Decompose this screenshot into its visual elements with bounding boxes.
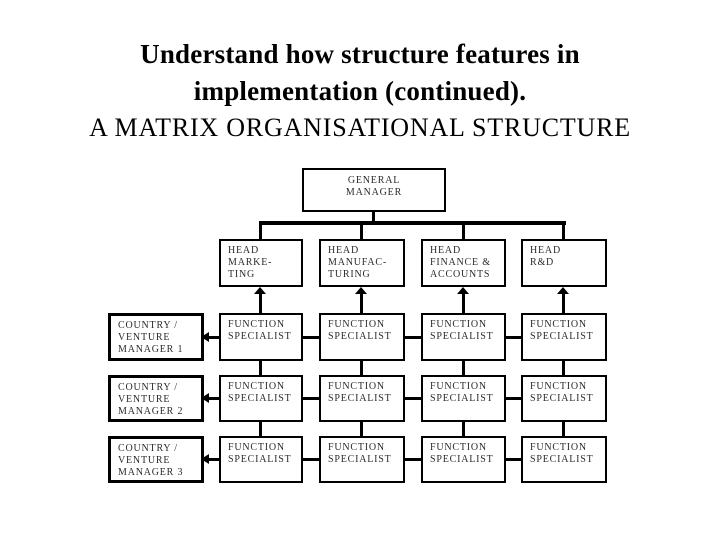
connector-horizontal bbox=[208, 397, 219, 400]
function-specialist-box: FUNCTION SPECIALIST bbox=[219, 436, 303, 483]
function-specialist-box: FUNCTION SPECIALIST bbox=[521, 313, 607, 361]
connector-top-bar bbox=[259, 221, 566, 225]
connector-drop bbox=[562, 223, 565, 239]
venture-manager-box-1: COUNTRY / VENTURE MANAGER 1 bbox=[108, 313, 204, 361]
connector-horizontal bbox=[303, 336, 319, 339]
connector-horizontal bbox=[405, 397, 421, 400]
up-arrow-line bbox=[259, 293, 262, 313]
up-arrow-icon bbox=[557, 287, 569, 294]
left-arrow-icon bbox=[201, 332, 209, 342]
venture-manager-box-2: COUNTRY / VENTURE MANAGER 2 bbox=[108, 375, 204, 422]
function-specialist-box: FUNCTION SPECIALIST bbox=[521, 375, 607, 422]
venture-manager-box-3: COUNTRY / VENTURE MANAGER 3 bbox=[108, 436, 204, 483]
slide-title: Understand how structure features in imp… bbox=[140, 39, 580, 106]
connector-horizontal bbox=[208, 458, 219, 461]
function-specialist-box: FUNCTION SPECIALIST bbox=[319, 436, 405, 483]
function-specialist-box: FUNCTION SPECIALIST bbox=[219, 375, 303, 422]
connector-horizontal bbox=[303, 458, 319, 461]
function-specialist-box: FUNCTION SPECIALIST bbox=[319, 313, 405, 361]
up-arrow-line bbox=[462, 293, 465, 313]
connector-vertical bbox=[259, 361, 262, 375]
connector-vertical bbox=[562, 361, 565, 375]
head-box-manufacturing: HEAD MANUFAC- TURING bbox=[319, 239, 405, 287]
function-specialist-box: FUNCTION SPECIALIST bbox=[319, 375, 405, 422]
function-specialist-box: FUNCTION SPECIALIST bbox=[421, 436, 506, 483]
connector-horizontal bbox=[405, 336, 421, 339]
function-specialist-box: FUNCTION SPECIALIST bbox=[421, 375, 506, 422]
up-arrow-line bbox=[562, 293, 565, 313]
function-specialist-box: FUNCTION SPECIALIST bbox=[219, 313, 303, 361]
connector-vertical bbox=[360, 421, 363, 436]
connector-horizontal bbox=[506, 397, 521, 400]
connector-drop bbox=[259, 223, 262, 239]
left-arrow-icon bbox=[201, 393, 209, 403]
connector-gm-stem bbox=[372, 212, 375, 223]
connector-horizontal bbox=[506, 336, 521, 339]
connector-horizontal bbox=[506, 458, 521, 461]
up-arrow-icon bbox=[254, 287, 266, 294]
up-arrow-icon bbox=[355, 287, 367, 294]
left-arrow-icon bbox=[201, 454, 209, 464]
connector-drop bbox=[462, 223, 465, 239]
up-arrow-line bbox=[360, 293, 363, 313]
connector-vertical bbox=[259, 421, 262, 436]
connector-horizontal bbox=[303, 397, 319, 400]
function-specialist-box: FUNCTION SPECIALIST bbox=[521, 436, 607, 483]
connector-vertical bbox=[462, 421, 465, 436]
general-manager-box: GENERAL MANAGER bbox=[302, 168, 446, 212]
connector-vertical bbox=[462, 361, 465, 375]
connector-drop bbox=[360, 223, 363, 239]
connector-horizontal bbox=[208, 336, 219, 339]
function-specialist-box: FUNCTION SPECIALIST bbox=[421, 313, 506, 361]
head-box-rnd: HEAD R&D bbox=[521, 239, 607, 287]
up-arrow-icon bbox=[457, 287, 469, 294]
connector-vertical bbox=[360, 361, 363, 375]
slide-subtitle: A MATRIX ORGANISATIONAL STRUCTURE bbox=[89, 113, 631, 142]
head-box-finance-accounts: HEAD FINANCE & ACCOUNTS bbox=[421, 239, 506, 287]
connector-horizontal bbox=[405, 458, 421, 461]
connector-vertical bbox=[562, 421, 565, 436]
head-box-marketing: HEAD MARKE- TING bbox=[219, 239, 303, 287]
